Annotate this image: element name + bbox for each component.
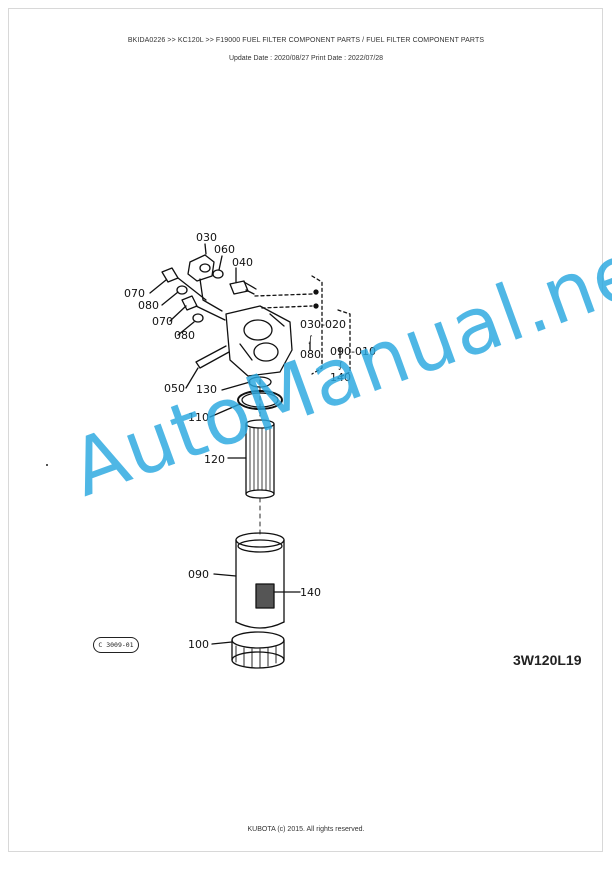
update-print-dates: Update Date : 2020/08/27 Print Date : 20… (228, 55, 384, 62)
callout-070-lower: 070 (152, 315, 173, 328)
washer-060 (212, 269, 224, 279)
group-tilde-upper: ∫ (308, 335, 313, 345)
banjo-fitting-030 (187, 254, 215, 282)
filter-element-120 (245, 419, 275, 499)
callout-100: 100 (188, 638, 209, 651)
group-tilde-lower: ∫ (338, 361, 343, 371)
ring-nut-100 (231, 631, 285, 669)
group-callout-030-020: 030-020 (300, 318, 346, 331)
bolt-050 (195, 345, 230, 369)
callout-030: 030 (196, 231, 217, 244)
breadcrumb-path: BKIDA0226 >> KC120L >> F19000 FUEL FILTE… (127, 37, 485, 44)
callout-050: 050 (164, 382, 185, 395)
label-140 (255, 583, 275, 609)
washer-080-lower (192, 313, 204, 323)
callout-040: 040 (232, 256, 253, 269)
page-frame (8, 8, 603, 852)
callout-140: 140 (300, 586, 321, 599)
callout-110: 110 (188, 411, 209, 424)
filter-head (225, 305, 293, 377)
filter-bowl-090 (235, 532, 285, 629)
group-callout-090-010: 090-010 (330, 345, 376, 358)
callout-080-lower: 080 (174, 329, 195, 342)
diagram-stamp: C 3009-01 (93, 637, 139, 653)
bolt-070-upper (161, 267, 179, 283)
group-callout-140: 140 (330, 371, 351, 384)
callout-080-upper: 080 (138, 299, 159, 312)
group-callout-080: 080 (300, 348, 321, 361)
washer-080-upper (176, 285, 188, 295)
callout-090: 090 (188, 568, 209, 581)
callout-070-upper: 070 (124, 287, 145, 300)
callout-120: 120 (204, 453, 225, 466)
callout-060: 060 (214, 243, 235, 256)
copyright-footer: KUBOTA (c) 2015. All rights reserved. (247, 826, 365, 833)
part-callouts: 030 060 040 070 080 070 080 050 130 110 … (124, 231, 376, 651)
figure-code: 3W120L19 (513, 652, 582, 668)
speck-mark (46, 464, 48, 466)
callout-130: 130 (196, 383, 217, 396)
